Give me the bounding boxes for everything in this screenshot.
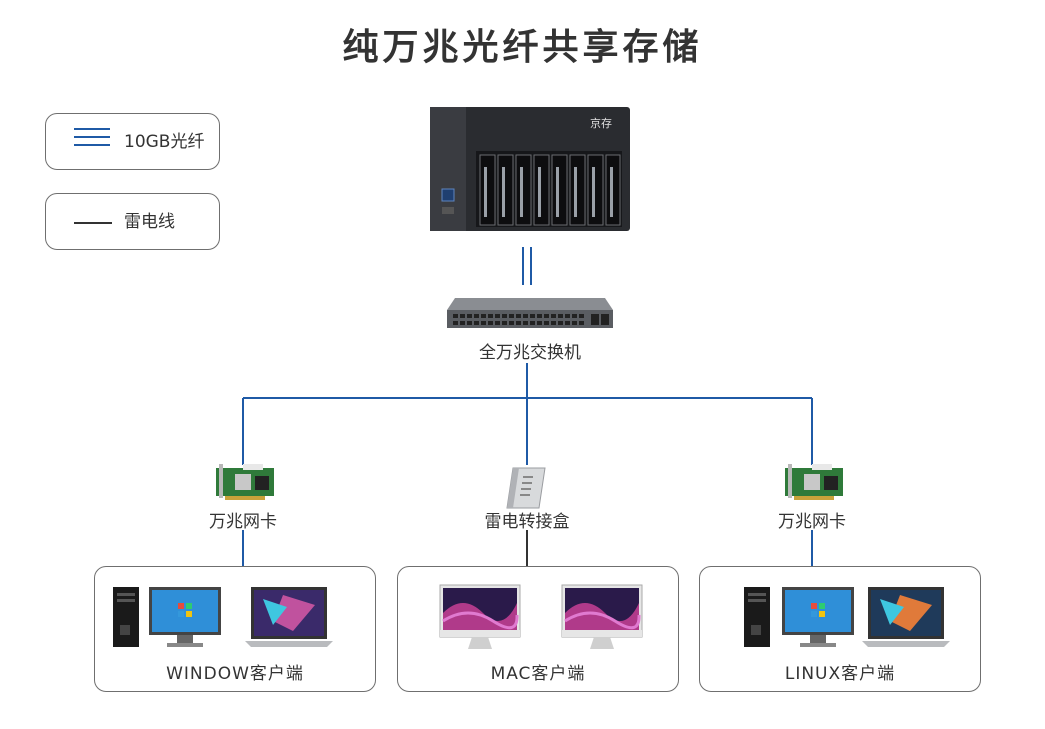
network-card-icon: [216, 464, 274, 500]
pc-tower-icon: [744, 587, 770, 647]
legend-thunderbolt: 雷电线: [45, 193, 220, 250]
desktop-monitor-icon: [782, 587, 854, 647]
page-title: 纯万兆光纤共享存储: [342, 27, 703, 68]
nas-brand: 京存: [590, 116, 612, 130]
client-label-windows: WINDOW客户端: [166, 664, 304, 684]
laptop-icon: [862, 587, 950, 647]
client-group-mac: MAC客户端: [397, 566, 679, 692]
laptop-icon: [245, 587, 333, 647]
switch-icon: [447, 298, 613, 328]
switch-label: 全万兆交换机: [479, 343, 581, 363]
desktop-monitor-icon: [149, 587, 221, 647]
client-label-mac: MAC客户端: [490, 664, 586, 684]
adapter-label-right: 万兆网卡: [778, 512, 846, 532]
client-group-linux: LINUX客户端: [699, 566, 981, 692]
windows-logo-icon: [178, 603, 192, 617]
imac-icon: [439, 584, 521, 649]
legend-thunderbolt-label: 雷电线: [124, 212, 175, 232]
nas-storage-icon: 京存: [430, 107, 630, 231]
client-group-windows: WINDOW客户端: [94, 566, 376, 692]
legend-fiber: 10GB光纤: [45, 113, 220, 170]
adapter-label-middle: 雷电转接盒: [484, 512, 570, 532]
thunderbolt-line-icon: [74, 222, 112, 224]
client-label-linux: LINUX客户端: [784, 664, 896, 684]
adapter-label-left: 万兆网卡: [209, 512, 277, 532]
legend-fiber-label: 10GB光纤: [124, 132, 205, 152]
imac-icon: [561, 584, 643, 649]
pc-tower-icon: [113, 587, 139, 647]
network-card-icon: [785, 464, 843, 500]
fiber-line-icon: [74, 128, 110, 156]
thunderbolt-adapter-icon: [506, 467, 546, 509]
